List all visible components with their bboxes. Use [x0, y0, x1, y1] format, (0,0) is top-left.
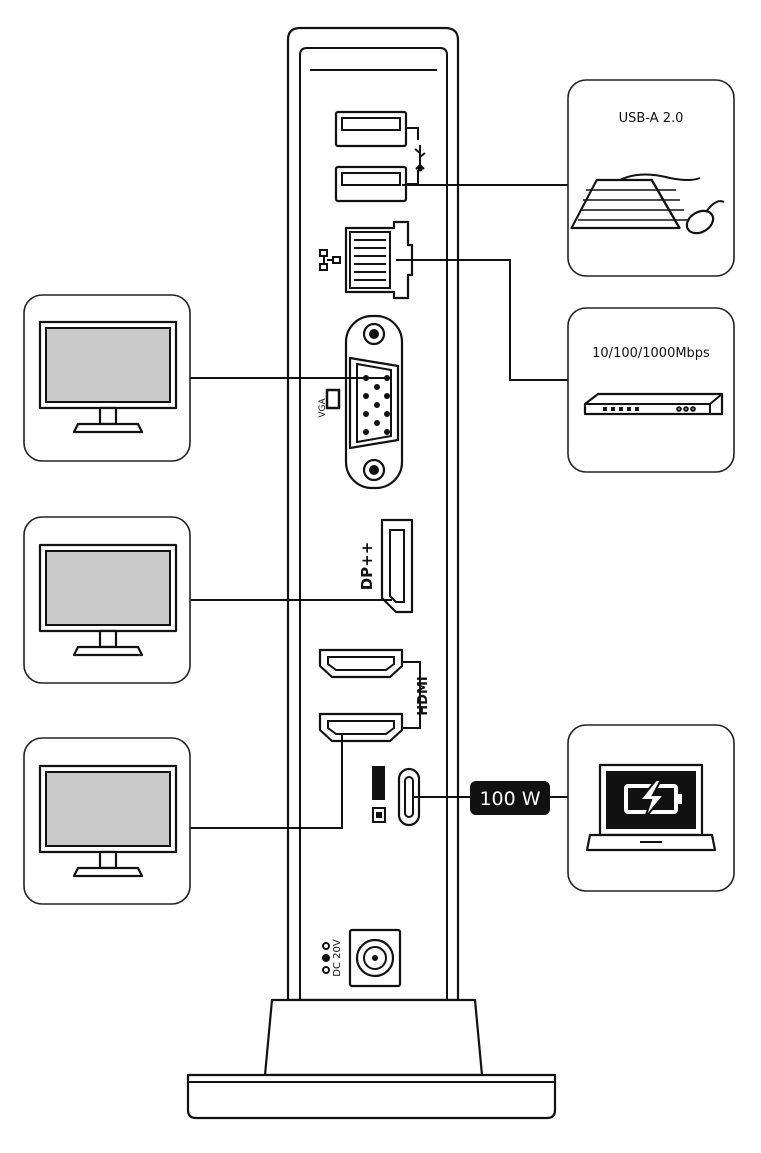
network-callout: 10/100/1000Mbps	[567, 307, 735, 473]
usb-callout-label: USB-A 2.0	[619, 111, 684, 126]
usb-c-superspeed-icon	[372, 766, 386, 823]
monitor-icon	[38, 543, 178, 657]
dc-label: DC 20V	[332, 939, 343, 977]
mouse-icon	[685, 200, 725, 235]
dock-body	[286, 26, 460, 1002]
rj45-port	[344, 220, 414, 300]
network-icon	[319, 249, 341, 271]
hdmi-monitor-callout	[23, 737, 191, 905]
hdmi-port-bottom	[318, 712, 404, 743]
keyboard-icon	[570, 173, 701, 230]
dc-polarity-icon	[322, 942, 330, 974]
lan-callout-label: 10/100/1000Mbps	[592, 346, 710, 361]
dp-label: DP++	[358, 542, 376, 591]
dc-power-port	[348, 928, 402, 988]
hdmi-port-top	[318, 648, 404, 679]
power-badge: 100 W	[470, 781, 550, 815]
network-switch-icon	[583, 392, 724, 416]
dock-stand	[186, 998, 557, 1120]
monitor-icon	[38, 764, 178, 878]
usb-icon	[414, 145, 426, 172]
monitor-icon	[38, 320, 178, 434]
vga-label-icon	[325, 388, 341, 410]
battery-charging-icon	[624, 779, 682, 819]
usb-peripherals-callout: USB-A 2.0	[567, 79, 735, 277]
hdmi-label: HDMI	[416, 676, 431, 715]
displayport-port	[380, 518, 414, 614]
hdmi-wire	[190, 734, 343, 829]
laptop-charging-icon	[585, 763, 717, 852]
lan-wire	[396, 259, 568, 381]
laptop-callout	[567, 724, 735, 892]
vga-monitor-callout	[23, 294, 191, 462]
vga-port	[344, 314, 404, 490]
power-badge-label: 100 W	[479, 788, 540, 810]
usb-a-port-bottom	[334, 165, 408, 203]
dp-monitor-callout	[23, 516, 191, 684]
vga-label: VGA	[318, 398, 328, 418]
usb-a-port-top	[334, 110, 408, 148]
